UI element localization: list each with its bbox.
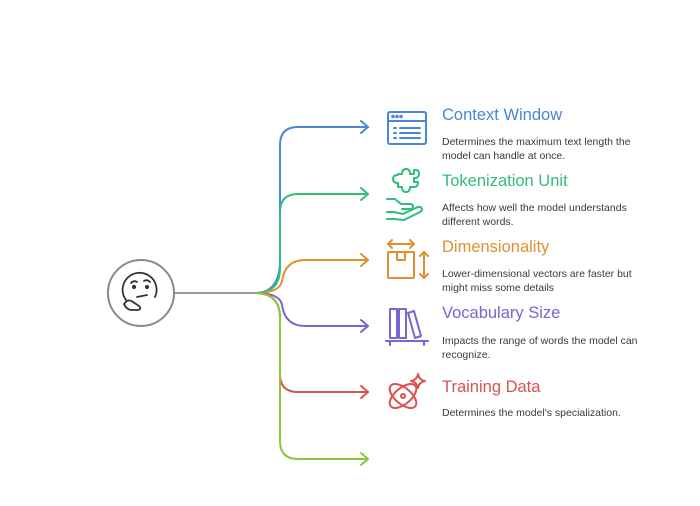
branch-context-window (254, 126, 369, 294)
item-labels: Context Window Determines the maximum te… (442, 106, 640, 419)
desc-line: Lower-dimensional vectors are faster but (442, 268, 632, 280)
branch-connectors (254, 120, 369, 466)
branch-dimensionality (254, 259, 369, 294)
item-desc-vocabulary-size: Impacts the range of words the model can… (442, 335, 640, 361)
arrowhead-tokenization-unit (360, 187, 369, 201)
item-title-tokenization-unit: Tokenization Unit (442, 172, 568, 190)
desc-line: might miss some details (442, 282, 554, 294)
desc-line: Impacts the range of words the model can (442, 335, 638, 347)
desc-line: recognize. (442, 349, 490, 361)
box-dimensions-icon (387, 239, 429, 279)
item-title-context-window: Context Window (442, 106, 562, 124)
item-desc-context-window: Determines the maximum text length the m… (442, 136, 633, 162)
thinking-face-icon (121, 271, 158, 311)
browser-window-icon (387, 111, 427, 145)
item-desc-dimensionality: Lower-dimensional vectors are faster but… (442, 268, 635, 294)
arrowhead-dimensionality (360, 253, 369, 267)
desc-line: model can handle at once. (442, 150, 565, 162)
books-shelf-icon (385, 308, 429, 346)
item-title-vocabulary-size: Vocabulary Size (442, 304, 560, 322)
atom-sparkle-icon (388, 373, 426, 409)
item-title-training-data: Training Data (442, 378, 541, 396)
desc-line: different words. (442, 216, 514, 228)
arrowhead-vocabulary-size (360, 319, 369, 333)
desc-line: Determines the maximum text length the (442, 136, 631, 148)
puzzle-hand-icon (386, 168, 423, 221)
item-title-dimensionality: Dimensionality (442, 238, 550, 256)
item-desc-tokenization-unit: Affects how well the model understands d… (442, 202, 630, 228)
arrowhead-context-window (360, 120, 369, 134)
arrowhead-sixth (360, 452, 369, 466)
desc-line: Determines the model's specialization. (442, 407, 621, 419)
arrowhead-training-data (360, 385, 369, 399)
item-desc-training-data: Determines the model's specialization. (442, 407, 621, 419)
center-node (107, 259, 175, 327)
branch-vocabulary-size (254, 292, 369, 327)
branch-sixth (254, 292, 369, 460)
center-circle (107, 259, 175, 327)
desc-line: Affects how well the model understands (442, 202, 627, 214)
branch-training-data (254, 292, 369, 393)
branch-tokenization-unit (254, 193, 369, 294)
